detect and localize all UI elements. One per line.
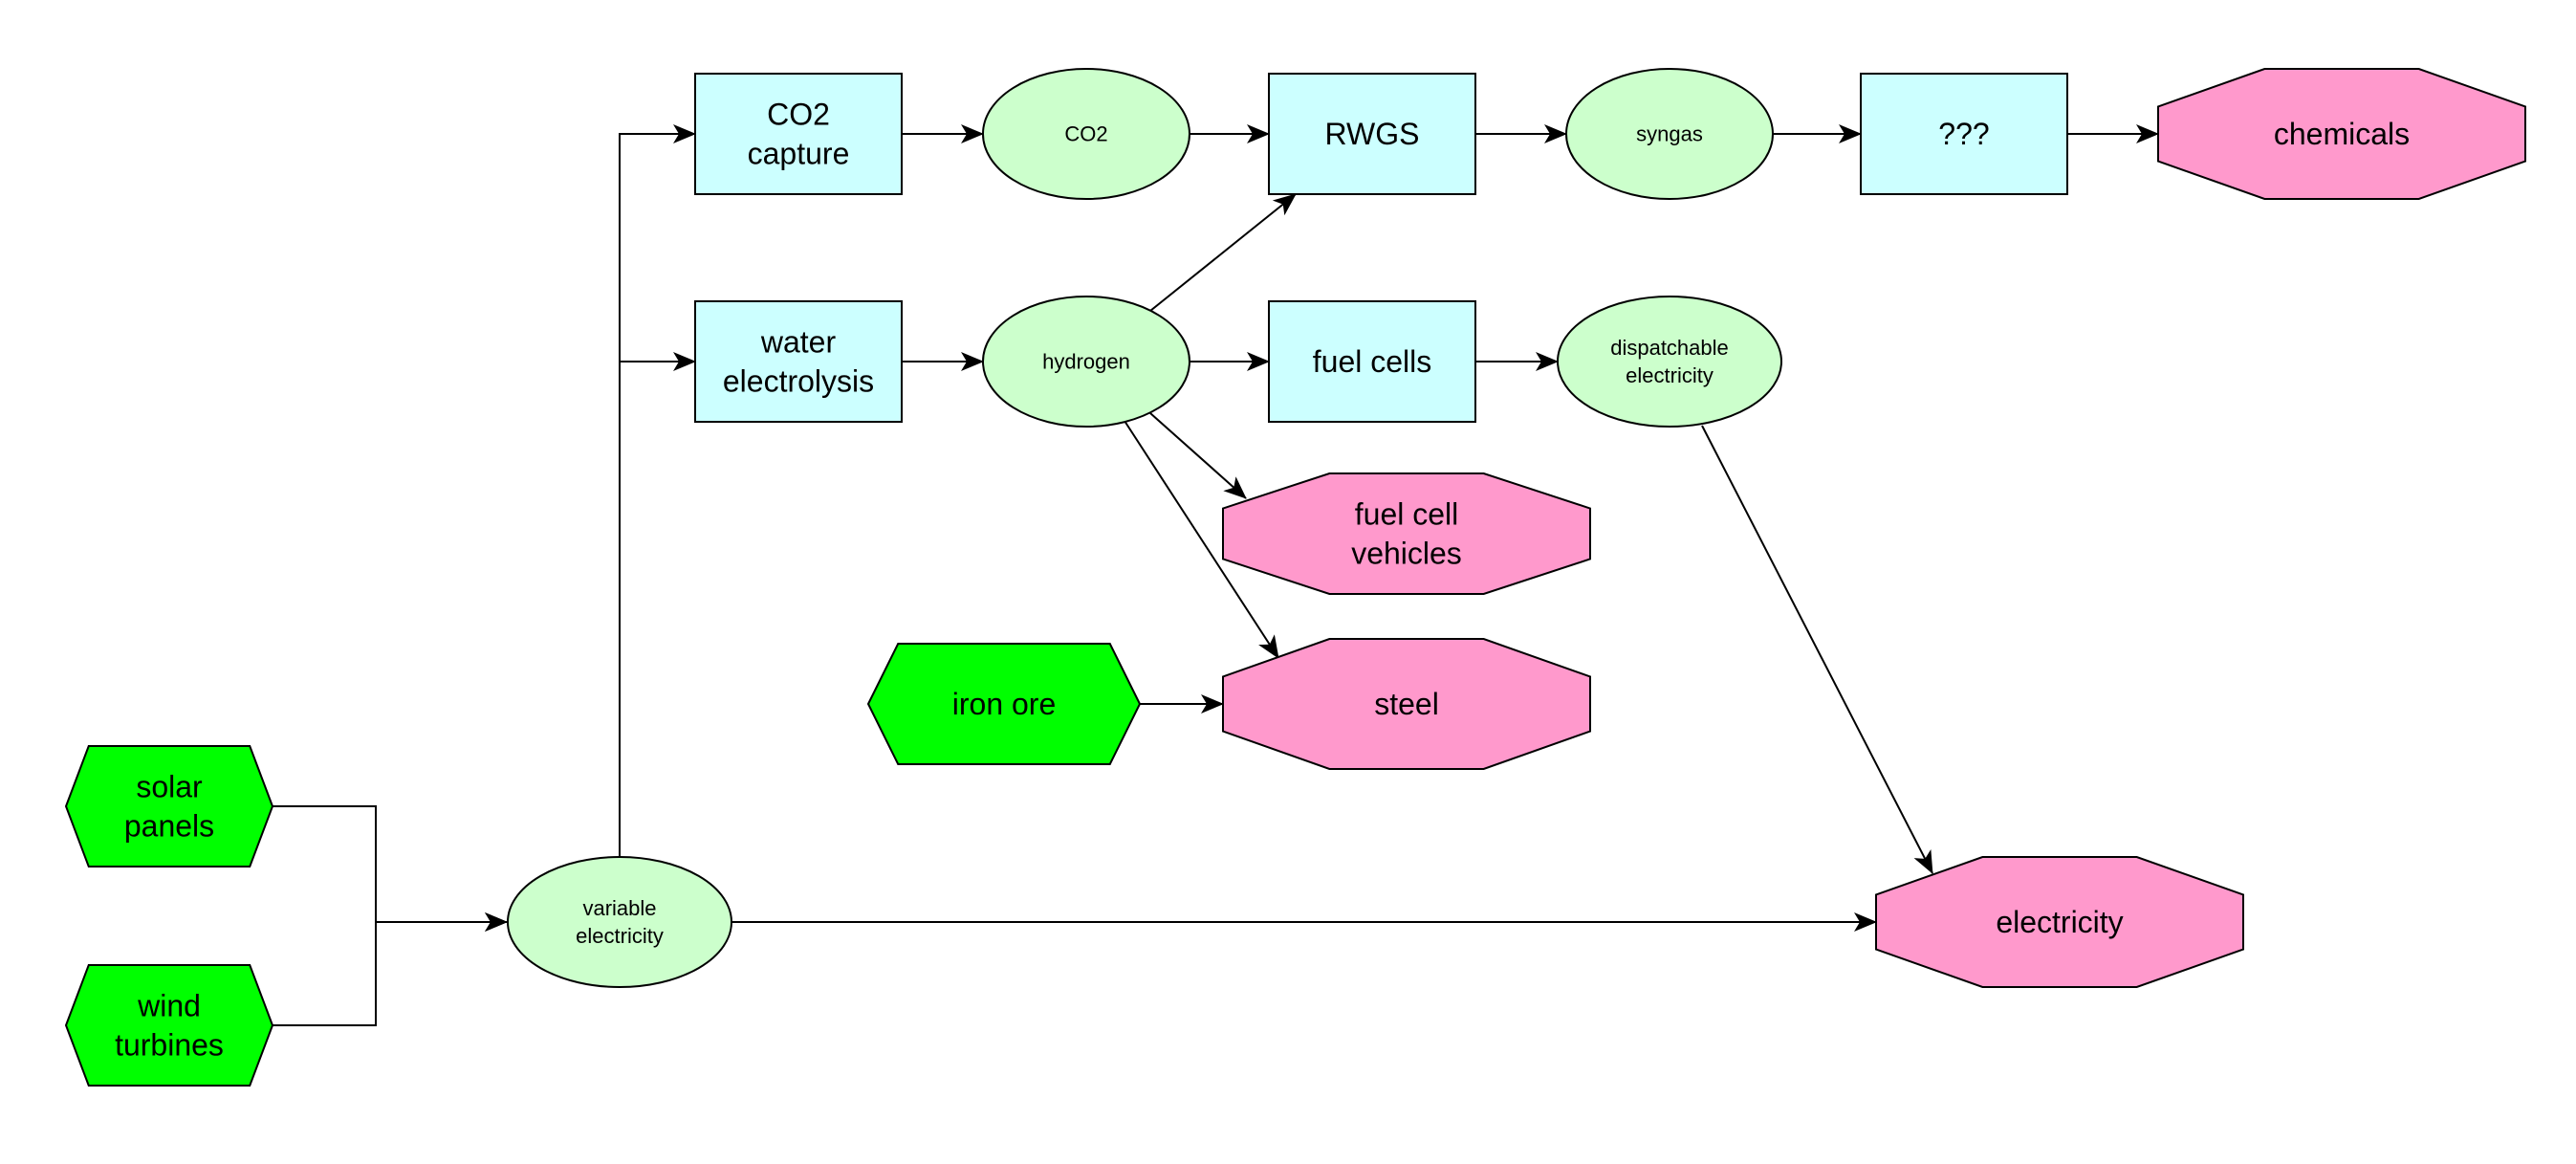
steel-octagon <box>1222 638 1591 770</box>
fuel-cell-vehicles-label-line-2: vehicles <box>1351 537 1462 571</box>
edge-variable-electricity-to-co2-capture <box>619 124 696 857</box>
connections <box>273 124 2159 1026</box>
edge-hydrogen-to-fuel-cell-vehicles <box>1149 412 1247 499</box>
co2-capture-rect <box>694 73 903 195</box>
edge-wind-turbines-to-variable-electricity <box>273 912 508 1026</box>
dispatchable-electricity-ellipse <box>1557 296 1782 428</box>
node-rwgs: RWGS <box>1268 73 1476 195</box>
water-electrolysis-label-line-1: water <box>760 325 837 360</box>
electricity-octagon <box>1875 856 2244 988</box>
co2-capture-label-line-2: capture <box>748 137 850 171</box>
wind-turbines-label-line-2: turbines <box>115 1028 224 1063</box>
fuel-cell-vehicles-octagon <box>1222 472 1591 595</box>
node-electricity: electricity <box>1875 856 2244 988</box>
hydrogen-ellipse <box>982 296 1190 428</box>
node-unknown-process: ??? <box>1860 73 2068 195</box>
node-wind-turbines: wind turbines <box>64 964 274 1087</box>
rwgs-rect <box>1268 73 1476 195</box>
wind-turbines-label-line-1: wind <box>137 989 201 1023</box>
iron-ore-label-line-1: iron ore <box>952 687 1057 721</box>
nodes: solar panels wind turbines iron ore variable e… <box>64 68 2526 1087</box>
node-fuel-cell-vehicles: fuel cell vehicles <box>1222 472 1591 595</box>
co2-capture-label-line-1: CO2 <box>767 98 830 132</box>
hydrogen-label-line-1: hydrogen <box>1042 350 1130 374</box>
chemicals-label-line-1: chemicals <box>2274 117 2410 151</box>
solar-panels-label-line-1: solar <box>136 770 203 804</box>
fuel-cell-vehicles-label-line-1: fuel cell <box>1355 497 1459 532</box>
syngas-ellipse <box>1565 68 1774 200</box>
fuel-cells-rect <box>1268 300 1476 423</box>
node-iron-ore: iron ore <box>866 643 1142 765</box>
electricity-label-line-1: electricity <box>1996 905 2123 939</box>
iron-ore-hexagon <box>866 643 1142 765</box>
unknown-process-rect <box>1860 73 2068 195</box>
variable-electricity-label-line-1: variable <box>582 896 656 920</box>
water-electrolysis-rect <box>694 300 903 423</box>
chemicals-octagon <box>2157 68 2526 200</box>
edge-solar-panels-to-variable-electricity <box>273 805 508 932</box>
dispatchable-electricity-label-line-1: dispatchable <box>1610 336 1729 360</box>
steel-label-line-1: steel <box>1374 687 1439 721</box>
wind-turbines-hexagon <box>64 964 274 1087</box>
edge-hydrogen-to-rwgs <box>1149 193 1297 312</box>
unknown-process-label-line-1: ??? <box>1938 117 1989 151</box>
node-fuel-cells: fuel cells <box>1268 300 1476 423</box>
node-steel: steel <box>1222 638 1591 770</box>
node-dispatchable-electricity: dispatchable electricity <box>1557 296 1782 428</box>
co2-label-line-1: CO2 <box>1064 122 1107 146</box>
variable-electricity-label-line-2: electricity <box>576 924 664 948</box>
co2-ellipse <box>982 68 1190 200</box>
syngas-label-line-1: syngas <box>1636 122 1703 146</box>
edge-dispatchable-electricity-to-electricity <box>1701 425 1933 874</box>
node-solar-panels: solar panels <box>64 745 274 868</box>
rwgs-label-line-1: RWGS <box>1325 117 1420 151</box>
node-syngas: syngas <box>1565 68 1774 200</box>
dispatchable-electricity-label-line-2: electricity <box>1626 363 1714 387</box>
node-co2-capture: CO2 capture <box>694 73 903 195</box>
solar-panels-label-line-2: panels <box>124 809 214 844</box>
node-water-electrolysis: water electrolysis <box>694 300 903 423</box>
water-electrolysis-label-line-2: electrolysis <box>723 364 874 399</box>
solar-panels-hexagon <box>64 745 274 868</box>
node-co2: CO2 <box>982 68 1190 200</box>
variable-electricity-ellipse <box>507 856 732 988</box>
node-chemicals: chemicals <box>2157 68 2526 200</box>
edge-hydrogen-to-steel <box>1124 420 1279 659</box>
node-hydrogen: hydrogen <box>982 296 1190 428</box>
fuel-cells-label-line-1: fuel cells <box>1313 344 1432 379</box>
node-variable-electricity: variable electricity <box>507 856 732 988</box>
